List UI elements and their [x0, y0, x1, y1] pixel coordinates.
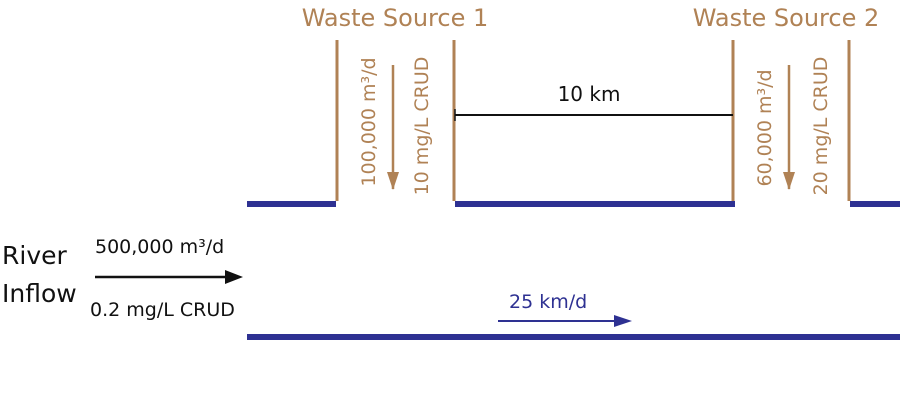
waste-source-1-channel: [335, 40, 456, 201]
waste-source-2-channel: [731, 40, 851, 201]
distance-dimension-line: [454, 109, 733, 121]
waste-source-2-concentration: 20 mg/L CRUD: [810, 57, 832, 196]
inflow-flow: 500,000 m³/d: [95, 236, 224, 258]
waste-source-1-title: Waste Source 1: [302, 4, 489, 32]
waste-source-2-flow: 60,000 m³/d: [754, 69, 776, 186]
velocity-label: 25 km/d: [509, 291, 587, 313]
inflow-concentration: 0.2 mg/L CRUD: [90, 299, 235, 321]
river-top-bank: [247, 201, 900, 207]
river-bottom-bank: [247, 334, 900, 340]
distance-label: 10 km: [558, 82, 621, 106]
river-inflow-title-line2: Inflow: [2, 279, 77, 308]
river-inflow-title-line1: River: [2, 241, 67, 270]
waste-source-1-concentration: 10 mg/L CRUD: [411, 57, 433, 196]
waste-source-1-flow: 100,000 m³/d: [358, 57, 380, 186]
waste-source-2-title: Waste Source 2: [693, 4, 880, 32]
